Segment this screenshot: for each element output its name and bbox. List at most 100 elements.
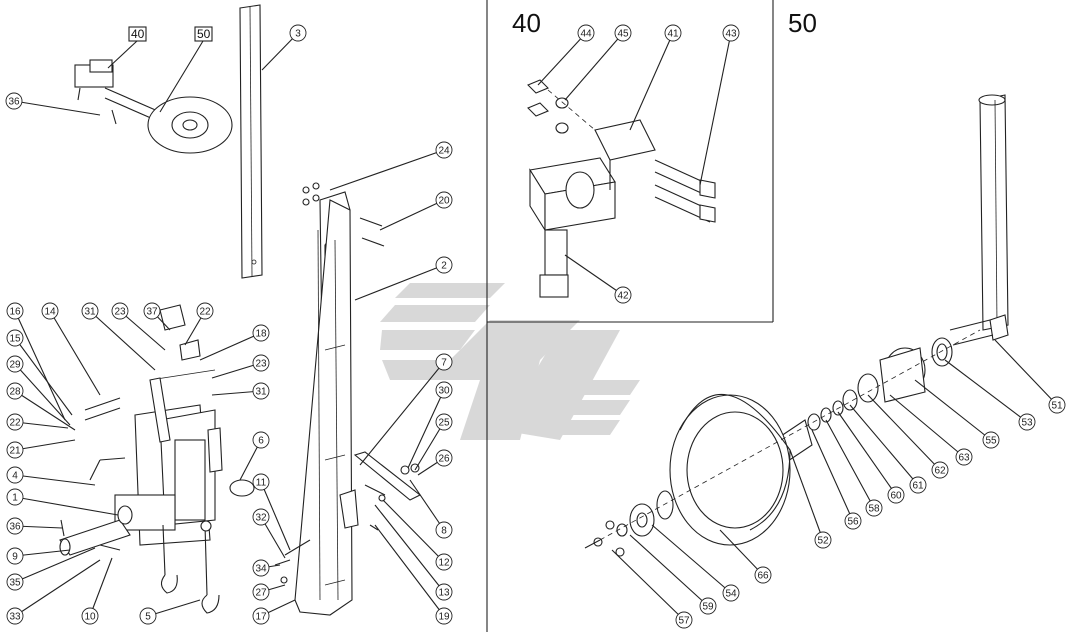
leader-line: [14, 310, 66, 421]
part-callout: 54: [722, 584, 740, 602]
part-callout: 58: [865, 499, 883, 517]
leader-line: [629, 32, 674, 131]
panel-40-label: 40: [512, 8, 541, 38]
part-callout: 19: [435, 607, 453, 625]
part-callout: 4: [6, 466, 24, 484]
leader-line: [359, 361, 445, 466]
svg-text:12: 12: [438, 558, 450, 569]
svg-text:32: 32: [255, 513, 267, 524]
part-callout: 13: [435, 583, 453, 601]
svg-text:62: 62: [934, 466, 946, 477]
leader-line: [49, 310, 101, 396]
svg-text:51: 51: [1051, 401, 1063, 412]
leader-line: [14, 496, 119, 516]
leader-line: [14, 474, 96, 486]
leader-line: [379, 199, 445, 231]
part-callout: 26: [435, 449, 453, 467]
svg-text:9: 9: [12, 552, 18, 563]
part-callout: 9: [6, 547, 24, 565]
mast-part-2: [294, 182, 385, 616]
leader-line: [944, 359, 1028, 423]
svg-text:37: 37: [146, 307, 158, 318]
part-callout: 42: [614, 286, 632, 304]
part-callout: 32: [252, 508, 270, 526]
leader-line: [354, 264, 445, 301]
leader-line: [564, 254, 624, 296]
panel-50-label: 50: [788, 8, 817, 38]
svg-text:44: 44: [580, 29, 592, 40]
leader-line: [260, 481, 291, 551]
leader-line: [119, 310, 166, 351]
leader-line: [14, 390, 76, 431]
leader-line: [867, 394, 941, 471]
part-callout: 28: [6, 382, 24, 400]
svg-text:1: 1: [12, 493, 18, 504]
svg-text:59: 59: [702, 602, 714, 613]
svg-text:58: 58: [868, 504, 880, 515]
panel-dividers: [486, 0, 774, 632]
svg-text:6: 6: [258, 436, 264, 447]
part-callout: 51: [1048, 396, 1066, 414]
leader-line: [889, 394, 965, 458]
part-callout: 22: [6, 413, 24, 431]
part-callout: 6: [252, 431, 270, 449]
part-callout: 23: [111, 302, 129, 320]
svg-text:45: 45: [617, 29, 629, 40]
leader-line: [14, 547, 96, 583]
svg-text:40: 40: [131, 27, 145, 41]
part-callout: 52: [814, 531, 832, 549]
part-callout: 12: [435, 553, 453, 571]
part-callout: 15: [6, 329, 24, 347]
leader-line: [409, 479, 445, 531]
svg-text:15: 15: [9, 334, 21, 345]
leader-line: [374, 524, 445, 617]
part-callout: 21: [6, 441, 24, 459]
svg-text:50: 50: [197, 27, 211, 41]
leader-line: [14, 337, 73, 416]
svg-text:55: 55: [985, 436, 997, 447]
svg-text:11: 11: [256, 478, 267, 489]
leader-line: [13, 100, 101, 116]
leader-line: [407, 389, 445, 469]
overview-assembly: [74, 59, 233, 154]
boxed-label-50: 50: [194, 26, 213, 42]
leader-line: [789, 449, 824, 541]
leader-line: [629, 534, 709, 607]
part-callout: 31: [81, 302, 99, 320]
part-callout: 53: [1018, 413, 1036, 431]
leader-line: [564, 32, 624, 101]
leader-line: [89, 557, 113, 617]
part-callout: 36: [5, 92, 23, 110]
svg-text:22: 22: [199, 307, 211, 318]
svg-text:18: 18: [255, 329, 267, 340]
part-callout: 20: [435, 191, 453, 209]
part-callout: 22: [196, 302, 214, 320]
clamp-assembly-40: [527, 79, 716, 298]
svg-text:31: 31: [84, 307, 96, 318]
part-callout: 14: [41, 302, 59, 320]
svg-text:17: 17: [255, 612, 267, 623]
part-callout: 36: [6, 517, 24, 535]
leader-line: [14, 549, 71, 557]
part-callout: 27: [252, 583, 270, 601]
svg-text:21: 21: [9, 446, 21, 457]
part-callout: 16: [6, 302, 24, 320]
svg-text:42: 42: [617, 291, 629, 302]
svg-text:20: 20: [438, 196, 450, 207]
svg-text:57: 57: [678, 616, 690, 627]
leader-line: [14, 421, 69, 429]
part-callout: 34: [252, 559, 270, 577]
part-callout: 31: [252, 382, 270, 400]
svg-text:33: 33: [9, 612, 21, 623]
part-callout: 45: [614, 24, 632, 42]
svg-text:36: 36: [8, 97, 20, 108]
leader-line: [837, 411, 897, 496]
part-callout: 60: [887, 486, 905, 504]
part-callout: 37: [143, 302, 161, 320]
part-callout: 17: [252, 607, 270, 625]
part-callout: 41: [664, 24, 682, 42]
part-callout: 29: [6, 355, 24, 373]
leader-line: [374, 504, 445, 593]
